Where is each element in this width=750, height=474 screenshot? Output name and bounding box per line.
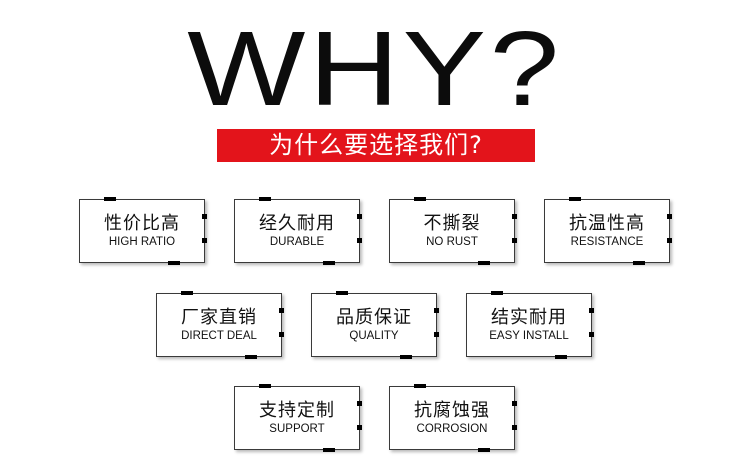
feature-card: 结实耐用 EASY INSTALL xyxy=(466,291,594,359)
feature-title: 抗腐蚀强 xyxy=(414,400,490,421)
subtitle-banner: 为什么要选择我们? xyxy=(217,129,535,162)
feature-title: 品质保证 xyxy=(336,307,412,328)
feature-title: 厂家直销 xyxy=(181,307,257,328)
feature-title: 结实耐用 xyxy=(491,307,567,328)
feature-title: 不撕裂 xyxy=(423,213,481,234)
feature-card: 经久耐用 DURABLE xyxy=(234,197,362,265)
feature-subtitle: DURABLE xyxy=(269,236,325,248)
feature-subtitle: DIRECT DEAL xyxy=(181,330,257,342)
feature-card: 抗温性高 RESISTANCE xyxy=(544,197,672,265)
feature-subtitle: QUALITY xyxy=(349,330,399,342)
feature-subtitle: CORROSION xyxy=(416,423,488,435)
feature-subtitle: EASY INSTALL xyxy=(489,330,569,342)
feature-subtitle: NO RUST xyxy=(426,236,478,248)
feature-subtitle: HIGH RATIO xyxy=(108,236,176,248)
feature-subtitle: RESISTANCE xyxy=(570,236,644,248)
feature-card: 抗腐蚀强 CORROSION xyxy=(389,384,517,452)
feature-title: 性价比高 xyxy=(104,213,180,234)
feature-subtitle: SUPPORT xyxy=(269,423,325,435)
headline-title: WHY? xyxy=(187,10,563,128)
feature-card: 支持定制 SUPPORT xyxy=(234,384,362,452)
feature-card: 不撕裂 NO RUST xyxy=(389,197,517,265)
feature-card: 性价比高 HIGH RATIO xyxy=(79,197,207,265)
feature-title: 抗温性高 xyxy=(569,213,645,234)
feature-card: 厂家直销 DIRECT DEAL xyxy=(156,291,284,359)
feature-card: 品质保证 QUALITY xyxy=(311,291,439,359)
feature-title: 支持定制 xyxy=(259,400,335,421)
feature-title: 经久耐用 xyxy=(259,213,335,234)
